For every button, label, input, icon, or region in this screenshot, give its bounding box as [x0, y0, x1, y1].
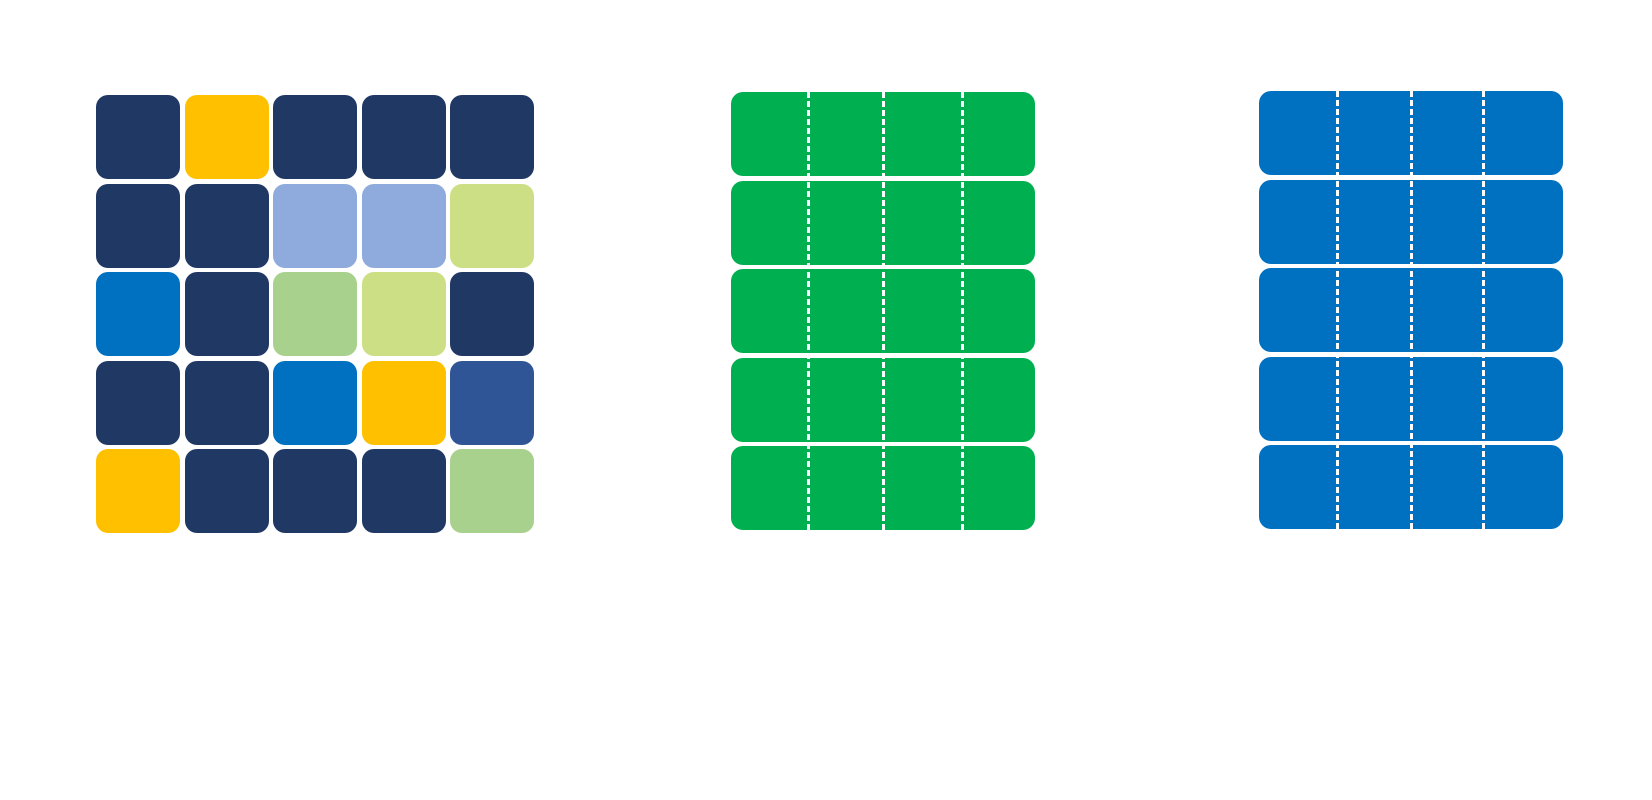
grid-tile-r4-c1	[96, 360, 180, 445]
blue-dashed-divider-3	[1482, 91, 1485, 529]
grid-tile-r4-c3	[273, 360, 357, 445]
grid-tile-r1-c1	[96, 95, 180, 179]
grid-tile-r5-c4	[361, 449, 446, 533]
grid-tile-r5-c5	[450, 449, 534, 533]
grid-tile-r2-c2	[184, 183, 269, 268]
grid-tile-r3-c4	[361, 272, 446, 356]
grid-tile-r3-c2	[184, 272, 269, 356]
blue-dashed-divider-1	[1336, 91, 1339, 529]
grid-tile-r5-c2	[184, 449, 269, 533]
grid-tile-r4-c2	[184, 360, 269, 445]
green-dashed-divider-1	[807, 92, 810, 530]
green-dashed-divider-2	[882, 92, 885, 530]
grid-tile-r3-c3	[273, 272, 357, 356]
grid-tile-r1-c5	[450, 95, 534, 179]
grid-tile-r2-c5	[450, 183, 534, 268]
grid-tile-r1-c4	[361, 95, 446, 179]
grid-tile-r5-c1	[96, 449, 180, 533]
grid-tile-r1-c2	[184, 95, 269, 179]
grid-tile-r3-c1	[96, 272, 180, 356]
blue-dashed-divider-2	[1410, 91, 1413, 529]
grid-tile-r2-c3	[273, 183, 357, 268]
grid-tile-r2-c1	[96, 183, 180, 268]
grid-tile-r4-c4	[361, 360, 446, 445]
grid-tile-r4-c5	[450, 360, 534, 445]
grid-tile-r2-c4	[361, 183, 446, 268]
grid-tile-r1-c3	[273, 95, 357, 179]
green-dashed-divider-3	[961, 92, 964, 530]
grid-tile-r3-c5	[450, 272, 534, 356]
grid-tile-r5-c3	[273, 449, 357, 533]
